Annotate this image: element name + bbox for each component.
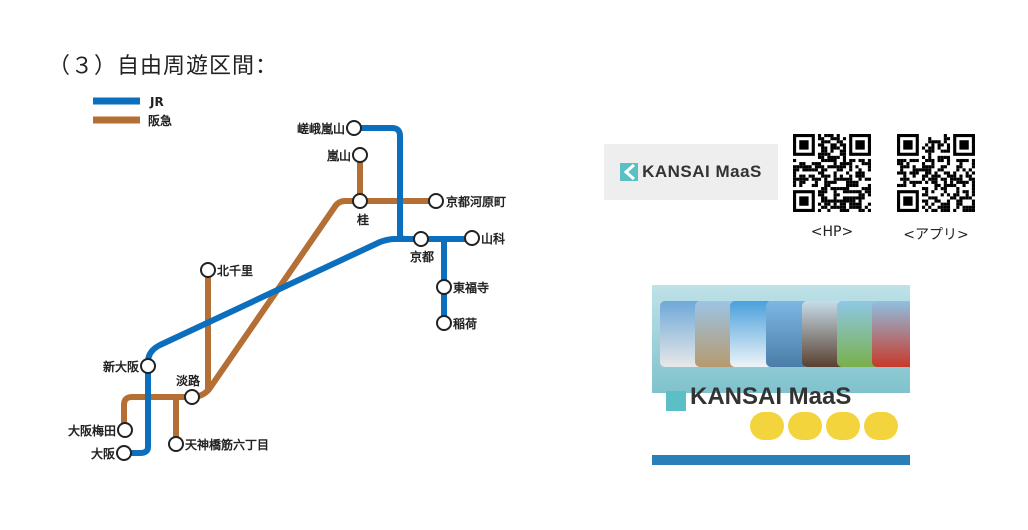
route-map: JR 阪急 嵯峨嵐山 嵐山 桂 京都河原町 京都 山科 東福寺 稲荷 北千里 新… <box>68 95 506 461</box>
qr-hp-label: <HP> <box>810 224 854 240</box>
station-marker[interactable] <box>200 262 216 278</box>
station-label: 大阪梅田 <box>68 423 116 438</box>
station-marker[interactable] <box>352 147 368 163</box>
poster-footer-bar <box>652 455 910 465</box>
station-marker[interactable] <box>116 445 132 461</box>
station-marker[interactable] <box>413 231 429 247</box>
logo-text: KANSAI MaaS <box>642 162 762 181</box>
poster-feature-badge <box>788 412 822 440</box>
station-label: 山科 <box>481 231 505 246</box>
map-legend: JR 阪急 <box>93 95 172 128</box>
legend-hankyu-label: 阪急 <box>148 113 172 128</box>
station-marker[interactable] <box>117 422 133 438</box>
legend-jr-label: JR <box>149 95 164 109</box>
station-label: 淡路 <box>176 373 201 388</box>
station-label: 新大阪 <box>103 359 140 374</box>
station-label: 嵯峨嵐山 <box>297 121 345 136</box>
station-label: 京都河原町 <box>446 194 506 209</box>
kansai-maas-k-icon <box>620 163 639 181</box>
station-marker[interactable] <box>464 230 480 246</box>
poster-title: KANSAI MaaS <box>690 383 852 410</box>
poster-photo <box>872 301 910 367</box>
station-marker[interactable] <box>184 389 200 405</box>
jr-sagano-line <box>354 125 472 242</box>
station-markers <box>116 120 480 461</box>
station-marker[interactable] <box>140 358 156 374</box>
station-marker[interactable] <box>436 279 452 295</box>
station-label: 天神橋筋六丁目 <box>185 437 269 452</box>
station-label: 東福寺 <box>453 280 489 295</box>
poster-feature-badge <box>750 412 784 440</box>
qr-code-hp[interactable] <box>793 134 871 212</box>
kansai-maas-poster: KANSAI MaaS <box>652 285 910 465</box>
station-marker[interactable] <box>168 436 184 452</box>
poster-k-icon <box>666 391 686 411</box>
station-label: 桂 <box>356 212 369 227</box>
qr-code-app[interactable] <box>897 134 975 212</box>
station-marker[interactable] <box>436 315 452 331</box>
jr-kyoto-line <box>124 236 406 456</box>
poster-photo <box>730 301 773 367</box>
station-label: 稲荷 <box>453 316 477 331</box>
station-label: 北千里 <box>217 263 253 278</box>
poster-photo <box>766 301 809 367</box>
station-marker[interactable] <box>352 193 368 209</box>
poster-feature-badge <box>826 412 860 440</box>
station-label: 大阪 <box>91 446 116 461</box>
station-marker[interactable] <box>346 120 362 136</box>
poster-feature-badge <box>864 412 898 440</box>
station-marker[interactable] <box>428 193 444 209</box>
section-title: （３）自由周遊区間： <box>48 54 279 79</box>
station-label: 京都 <box>410 249 434 264</box>
hankyu-kyoto-line <box>121 198 360 430</box>
kansai-maas-logo: KANSAI MaaS <box>604 144 778 200</box>
qr-app-label: <アプリ> <box>903 227 969 243</box>
station-label: 嵐山 <box>327 148 351 163</box>
